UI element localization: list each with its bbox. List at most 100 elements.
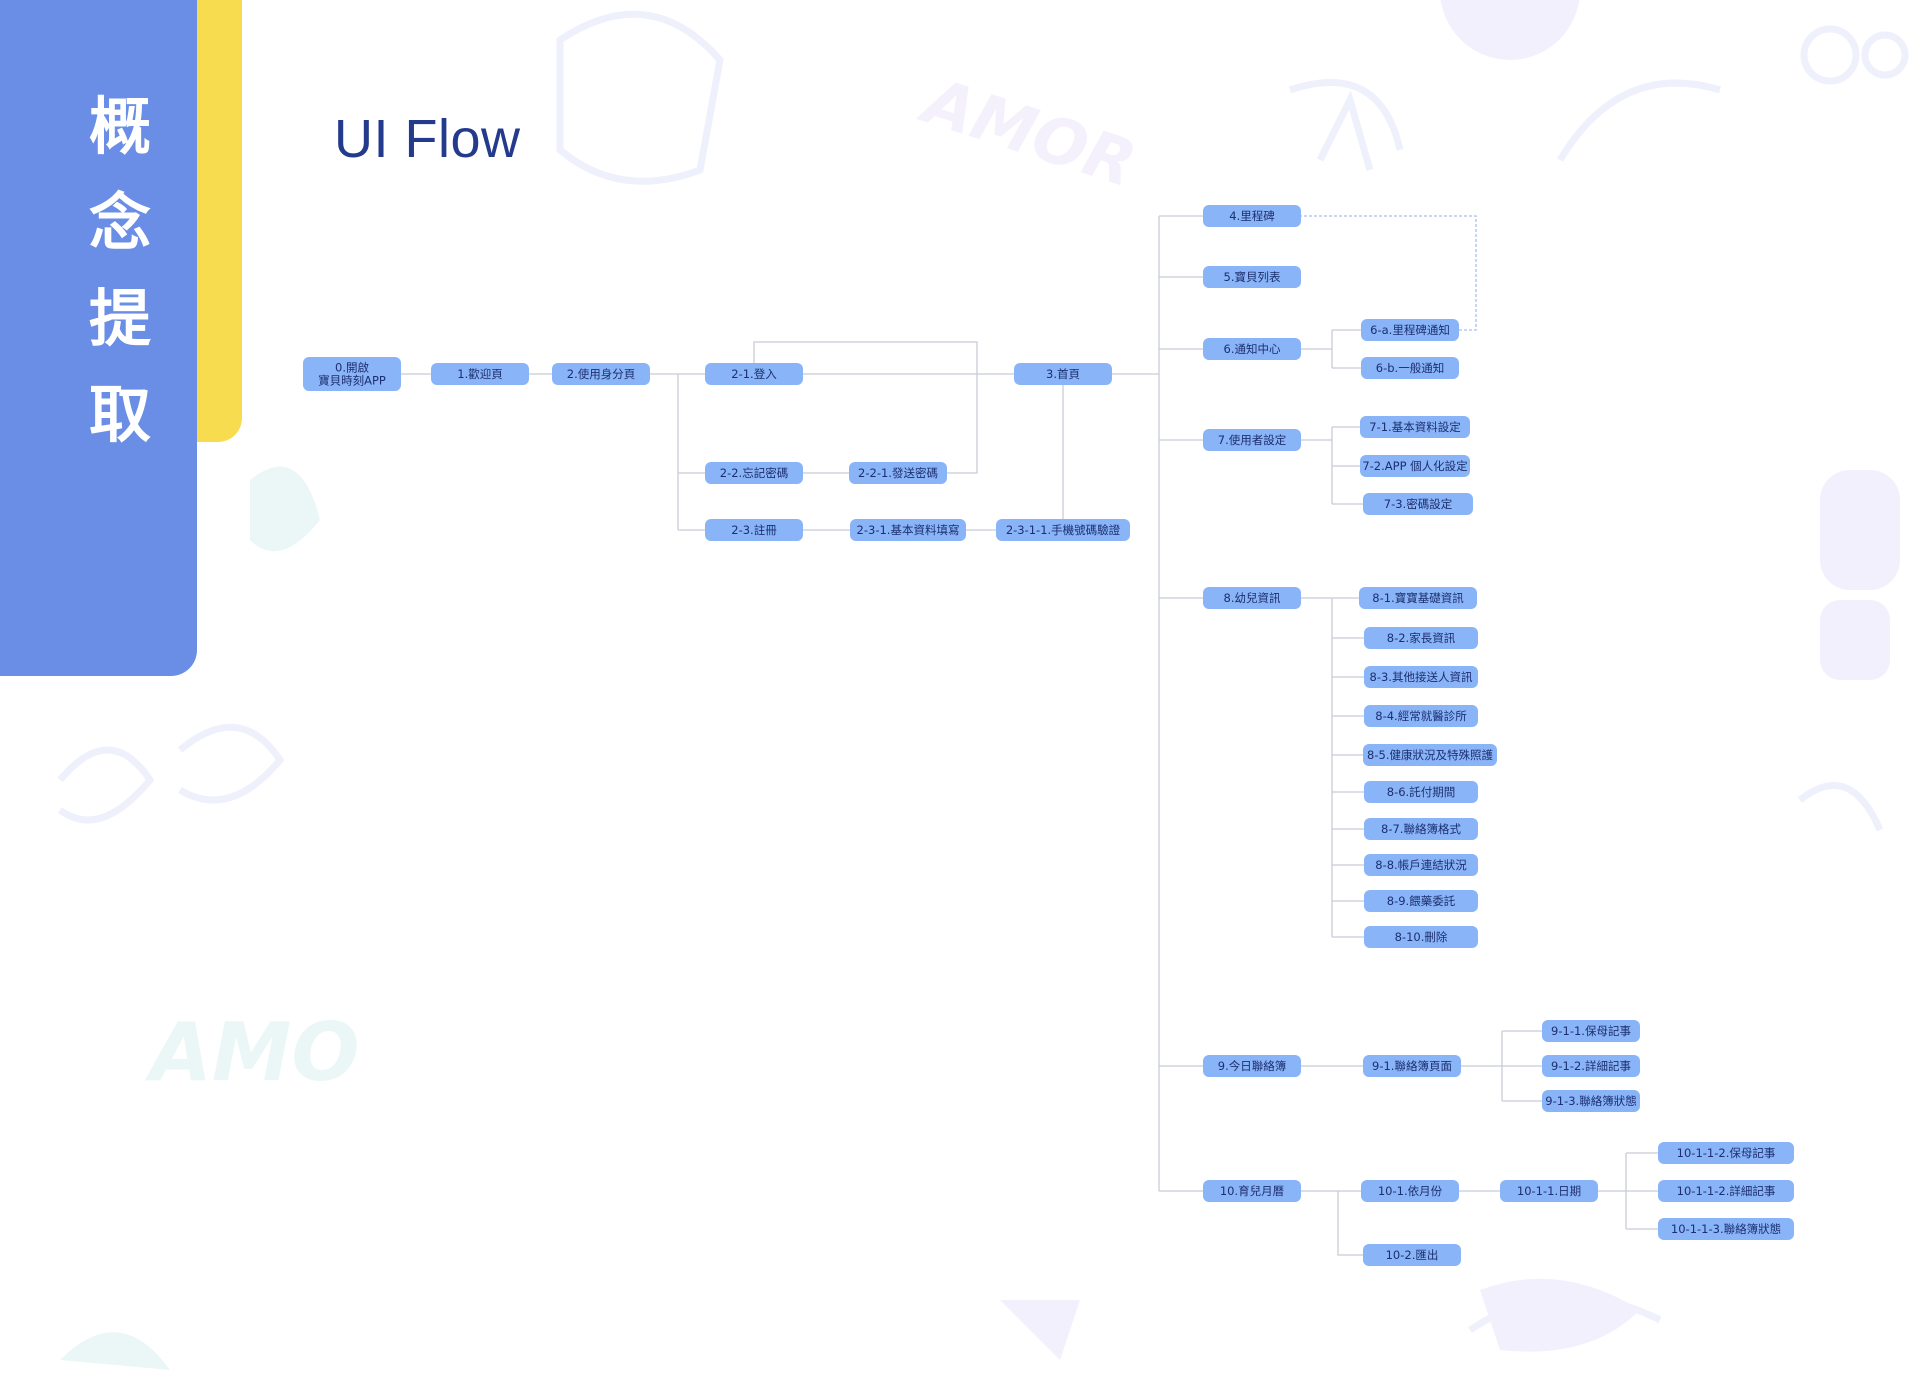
flow-node-n1: 1.歡迎頁 — [431, 363, 529, 385]
flow-node-box — [705, 462, 803, 484]
flow-node-box — [1203, 266, 1301, 288]
flow-node-n2311: 2-3-1-1.手機號碼驗證 — [996, 519, 1130, 541]
flow-node-box — [1500, 1180, 1598, 1202]
page-title: UI Flow — [334, 109, 521, 169]
flow-node-label: 8-8.帳戶連結狀況 — [1375, 858, 1467, 872]
flow-node-n87: 8-7.聯絡簿格式 — [1364, 818, 1478, 840]
flow-node-box — [1360, 455, 1470, 477]
flow-node-box — [1361, 319, 1459, 341]
flow-node-n71: 7-1.基本資料設定 — [1360, 416, 1470, 438]
flow-node-box — [1658, 1218, 1794, 1240]
flow-node-n84: 8-4.經常就醫診所 — [1364, 705, 1478, 727]
flow-node-box — [1361, 357, 1459, 379]
flow-node-n101: 10-1.依月份 — [1361, 1180, 1459, 1202]
flow-node-box — [850, 519, 966, 541]
flow-node-box — [1359, 587, 1477, 609]
flow-node-n4: 4.里程碑 — [1203, 205, 1301, 227]
flow-node-box — [1363, 1055, 1461, 1077]
side-title-char: 取 — [89, 378, 152, 451]
flow-node-n89: 8-9.餵藥委託 — [1364, 890, 1478, 912]
flow-node-label: 10.育兒月曆 — [1220, 1184, 1285, 1198]
flow-node-box — [1203, 1180, 1301, 1202]
flow-node-label: 2-3-1.基本資料填寫 — [857, 523, 960, 537]
flow-node-n81: 8-1.寶寶基礎資訊 — [1359, 587, 1477, 609]
flow-node-label: 8-4.經常就醫診所 — [1375, 709, 1467, 723]
flow-node-n22: 2-2.忘記密碼 — [705, 462, 803, 484]
flow-node-label: 8-1.寶寶基礎資訊 — [1372, 591, 1464, 605]
flow-node-box — [1014, 363, 1112, 385]
flow-node-n1011: 10-1-1.日期 — [1500, 1180, 1598, 1202]
flow-node-box — [1364, 926, 1478, 948]
flow-node-label: 8-2.家長資訊 — [1387, 631, 1456, 645]
flow-node-label: 2-1.登入 — [731, 367, 777, 381]
flow-node-n231: 2-3-1.基本資料填寫 — [850, 519, 966, 541]
flow-node-label: 7.使用者設定 — [1218, 433, 1287, 447]
flow-node-label: 10-2.匯出 — [1386, 1248, 1439, 1262]
flow-node-n23: 2-3.註冊 — [705, 519, 803, 541]
flow-node-label: 9-1-1.保母記事 — [1551, 1024, 1631, 1038]
flow-node-n10113: 10-1-1-3.聯絡簿狀態 — [1658, 1218, 1794, 1240]
flow-node-box — [849, 462, 947, 484]
flow-node-n912: 9-1-2.詳細記事 — [1542, 1055, 1640, 1077]
flow-node-label: 8-6.託付期間 — [1387, 785, 1455, 799]
flow-node-n6b: 6-b.一般通知 — [1361, 357, 1459, 379]
flow-node-label: 9-1.聯絡簿頁面 — [1372, 1059, 1452, 1073]
flow-node-box — [1542, 1020, 1640, 1042]
flow-node-n86: 8-6.託付期間 — [1364, 781, 1478, 803]
flow-node-box — [1203, 1055, 1301, 1077]
flow-node-n73: 7-3.密碼設定 — [1363, 493, 1473, 515]
flow-node-n8: 8.幼兒資訊 — [1203, 587, 1301, 609]
flow-connector — [753, 341, 978, 474]
flow-node-n221: 2-2-1.發送密碼 — [849, 462, 947, 484]
flow-node-label: 10-1.依月份 — [1378, 1184, 1443, 1198]
flow-node-box — [303, 357, 401, 391]
flow-node-n913: 9-1-3.聯絡簿狀態 — [1542, 1090, 1640, 1112]
flow-node-box — [1203, 587, 1301, 609]
flow-node-n6a: 6-a.里程碑通知 — [1361, 319, 1459, 341]
flow-node-box — [1363, 493, 1473, 515]
flow-node-box — [1364, 627, 1478, 649]
flow-node-n10112b: 10-1-1-2.詳細記事 — [1658, 1180, 1794, 1202]
flow-node-n810: 8-10.刪除 — [1364, 926, 1478, 948]
flow-node-label: 8-7.聯絡簿格式 — [1381, 822, 1461, 836]
flow-node-box — [996, 519, 1130, 541]
flow-node-box — [1363, 744, 1497, 766]
flow-node-n10: 10.育兒月曆 — [1203, 1180, 1301, 1202]
flow-node-box — [1364, 666, 1478, 688]
flow-node-box — [1361, 1180, 1459, 1202]
flow-node-label: 6.通知中心 — [1224, 342, 1281, 356]
flow-node-n9: 9.今日聯絡簿 — [1203, 1055, 1301, 1077]
flow-node-box — [1364, 705, 1478, 727]
flow-node-n82: 8-2.家長資訊 — [1364, 627, 1478, 649]
flow-node-label: 9-1-3.聯絡簿狀態 — [1545, 1094, 1636, 1108]
flow-node-label: 10-1-1-2.詳細記事 — [1677, 1184, 1776, 1198]
flow-node-box — [1658, 1142, 1794, 1164]
flow-node-box — [1364, 781, 1478, 803]
flow-node-box — [1203, 205, 1301, 227]
flow-node-n6: 6.通知中心 — [1203, 338, 1301, 360]
flow-node-label: 5.寶貝列表 — [1224, 270, 1281, 284]
flow-node-n3: 3.首頁 — [1014, 363, 1112, 385]
flow-node-n911: 9-1-1.保母記事 — [1542, 1020, 1640, 1042]
flow-node-n5: 5.寶貝列表 — [1203, 266, 1301, 288]
side-title-char: 提 — [89, 282, 152, 355]
flow-node-box — [1203, 429, 1301, 451]
flow-node-box — [552, 363, 650, 385]
flow-node-box — [1542, 1055, 1640, 1077]
flow-node-n91: 9-1.聯絡簿頁面 — [1363, 1055, 1461, 1077]
flow-node-label: 10-1-1-3.聯絡簿狀態 — [1671, 1222, 1781, 1236]
flow-node-label: 2-2-1.發送密碼 — [858, 466, 938, 480]
flow-node-box — [431, 363, 529, 385]
flow-node-label: 7-2.APP 個人化設定 — [1362, 459, 1468, 473]
flow-node-box — [1364, 818, 1478, 840]
flow-node-n72: 7-2.APP 個人化設定 — [1360, 455, 1470, 477]
side-title-char: 念 — [89, 186, 152, 259]
flow-node-box — [705, 519, 803, 541]
flow-node-n2: 2.使用身分頁 — [552, 363, 650, 385]
flow-node-label: 0.開啟 — [335, 361, 369, 375]
flow-node-label: 6-a.里程碑通知 — [1370, 323, 1450, 337]
flow-node-box — [1360, 416, 1470, 438]
